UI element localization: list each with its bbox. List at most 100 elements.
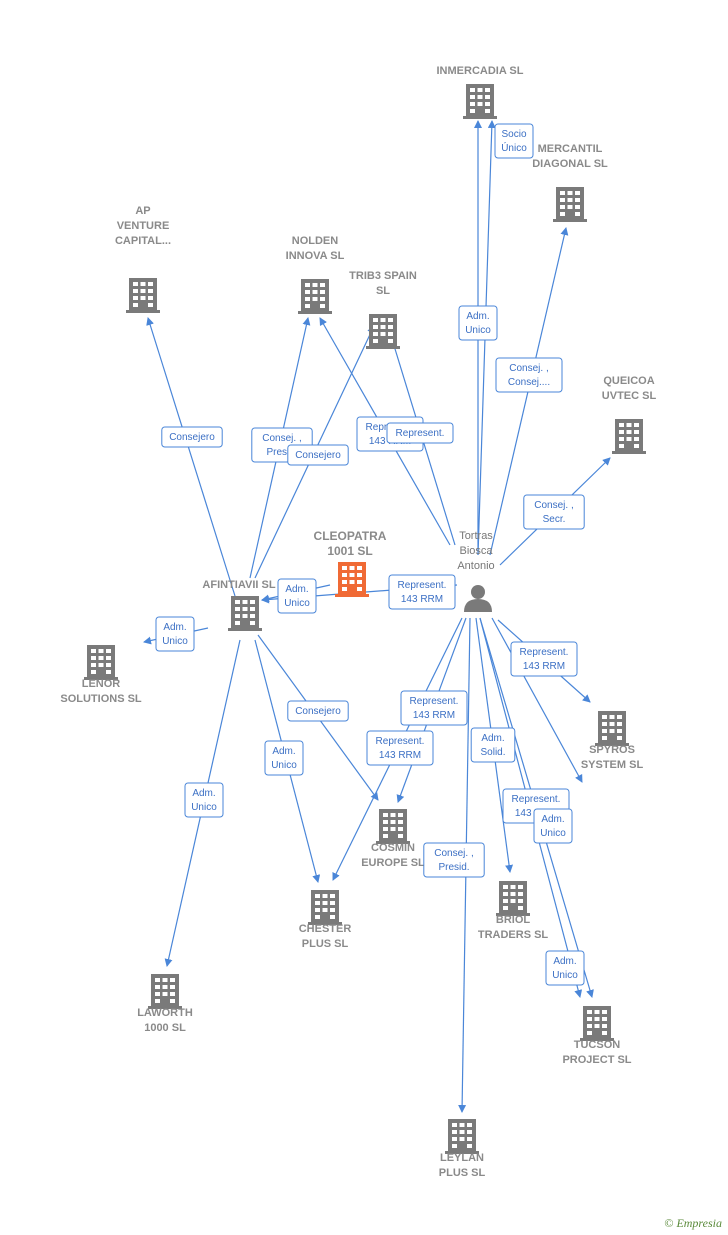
edge-label-person-to-chester[interactable]: Represent. 143 RRM (366, 730, 434, 766)
edge-label-person-to-queicoa[interactable]: Consej. , Secr. (523, 494, 585, 530)
edge-label-afintiavii-to-chester[interactable]: Adm.Unico (264, 740, 304, 776)
company-name-label: TRIB3 SPAIN (349, 270, 417, 282)
edge-label-box (287, 700, 349, 722)
company-name-label: INMERCADIA SL (437, 65, 524, 77)
edge-label-text: Presid. (266, 447, 297, 458)
building-icon (463, 84, 497, 119)
edge-label-text: Unico (284, 598, 310, 609)
company-name-label: PROJECT SL (562, 1054, 631, 1066)
edge-label-person-to-tucson[interactable]: Adm. Unico (533, 808, 573, 844)
edge-label-text: Presid. (438, 862, 469, 873)
edge-person-to-spyros (491, 617, 583, 783)
edge-label-afintiavii-to-ap[interactable]: Consejero (161, 426, 223, 448)
edge-label-text: Único (501, 141, 527, 154)
edge-label-text: 143 RRM (379, 750, 421, 761)
company-name-label: MERCANTIL (538, 143, 603, 155)
company-node-inmercadia[interactable]: INMERCADIA SL (437, 65, 524, 119)
edge-label-person-to-inmercadia[interactable]: Adm. Unico (458, 305, 498, 341)
edge-label-text: Adm. (553, 956, 576, 967)
company-name-label: PLUS SL (439, 1167, 486, 1179)
edge-label-person-to-leylan[interactable]: Consej. , Presid. (423, 842, 485, 878)
edge-label-person-to-afintiavii[interactable]: Represent.143 RRM (388, 574, 456, 610)
edge-label-person-to-cosmin[interactable]: Represent.143 RRM (400, 690, 468, 726)
building-icon (335, 562, 369, 597)
edge-label-text: Adm. (481, 733, 504, 744)
building-icon (366, 314, 400, 349)
edge-label-text: Secr. (543, 514, 566, 525)
edge-label-text: Represent. (376, 736, 425, 747)
footer-brand[interactable]: © Empresia (664, 1216, 722, 1231)
edge-label-afintiavii-to-lenor[interactable]: Adm.Unico (155, 616, 195, 652)
building-icon (595, 711, 629, 746)
edge-label-person-to-tucson[interactable]: Adm.Unico (545, 950, 585, 986)
edge-label-box (495, 357, 563, 393)
edge-label-box (277, 578, 317, 614)
building-icon (496, 881, 530, 916)
edge-label-text: Represent. (398, 580, 447, 591)
company-name-label: CAPITAL... (115, 235, 171, 247)
building-icon (445, 1119, 479, 1154)
edge-afintiavii-to-ap (146, 317, 236, 597)
edge-label-text: Consejero (295, 706, 341, 717)
edge-label-text: Represent. (512, 794, 561, 805)
company-node-trib3[interactable]: TRIB3 SPAIN SL (349, 270, 417, 349)
edge-label-text: Adm. (541, 814, 564, 825)
company-name-label: SL (376, 285, 390, 297)
edge-label-person-to-trib3[interactable]: Represent. (386, 422, 454, 444)
company-node-tucson[interactable]: TUCSON PROJECT SL (562, 1006, 632, 1066)
edge-label-text: Adm. (272, 746, 295, 757)
company-node-nolden[interactable]: NOLDEN INNOVA SL (286, 235, 345, 314)
edge-label-text: Socio (501, 129, 526, 140)
edge-label-afintiavii-to-trib3[interactable]: Consejero (287, 444, 349, 466)
edge-label-person-to-briol[interactable]: Adm.Solid. (470, 727, 516, 763)
edge-label-text: Adm. (466, 311, 489, 322)
building-icon (298, 279, 332, 314)
edge-label-center-to-afintiavii[interactable]: Adm.Unico (277, 578, 317, 614)
company-name-label: NOLDEN (292, 235, 339, 247)
company-name-label: INNOVA SL (286, 250, 345, 262)
building-icon (126, 278, 160, 313)
edge-label-text: Unico (465, 325, 491, 336)
company-name-label: TUCSON (574, 1039, 621, 1051)
edge-label-text: Unico (162, 636, 188, 647)
edge-label-person-to-mercantil[interactable]: Consej. ,Consej.... (495, 357, 563, 393)
person-name: Tortras (459, 530, 493, 542)
edge-label-text: Unico (540, 828, 566, 839)
edge-label-box (510, 641, 578, 677)
edge-label-afintiavii-to-laworth[interactable]: Adm.Unico (184, 782, 224, 818)
company-name-label: PLUS SL (302, 938, 349, 950)
company-node-afintiavii[interactable]: AFINTIAVII SL (202, 579, 276, 631)
building-icon (308, 890, 342, 925)
company-node-ap[interactable]: APVENTURECAPITAL... (115, 205, 171, 313)
edge-label-text: Consej. , (434, 848, 473, 859)
edge-label-box (545, 950, 585, 986)
edge-label-person-to-spyros[interactable]: Represent.143 RRM (510, 641, 578, 677)
edge-label-text: Consej. , (262, 433, 301, 444)
edge-label-box (523, 494, 585, 530)
edge-label-afintiavii-to-cosmin[interactable]: Consejero (287, 700, 349, 722)
edge-label-box (386, 422, 454, 444)
edge-label-text: Consej.... (508, 377, 550, 388)
edge-label-box (366, 730, 434, 766)
company-name-label: SOLUTIONS SL (60, 693, 142, 705)
edge-label-text: Unico (191, 802, 217, 813)
company-name-label: SPYROS (589, 744, 635, 756)
edge-label-box (494, 123, 534, 159)
edge-label-text: 143 RRM (413, 710, 455, 721)
company-name-label: EUROPE SL (361, 857, 425, 869)
edge-label-text: Consej. , (534, 500, 573, 511)
